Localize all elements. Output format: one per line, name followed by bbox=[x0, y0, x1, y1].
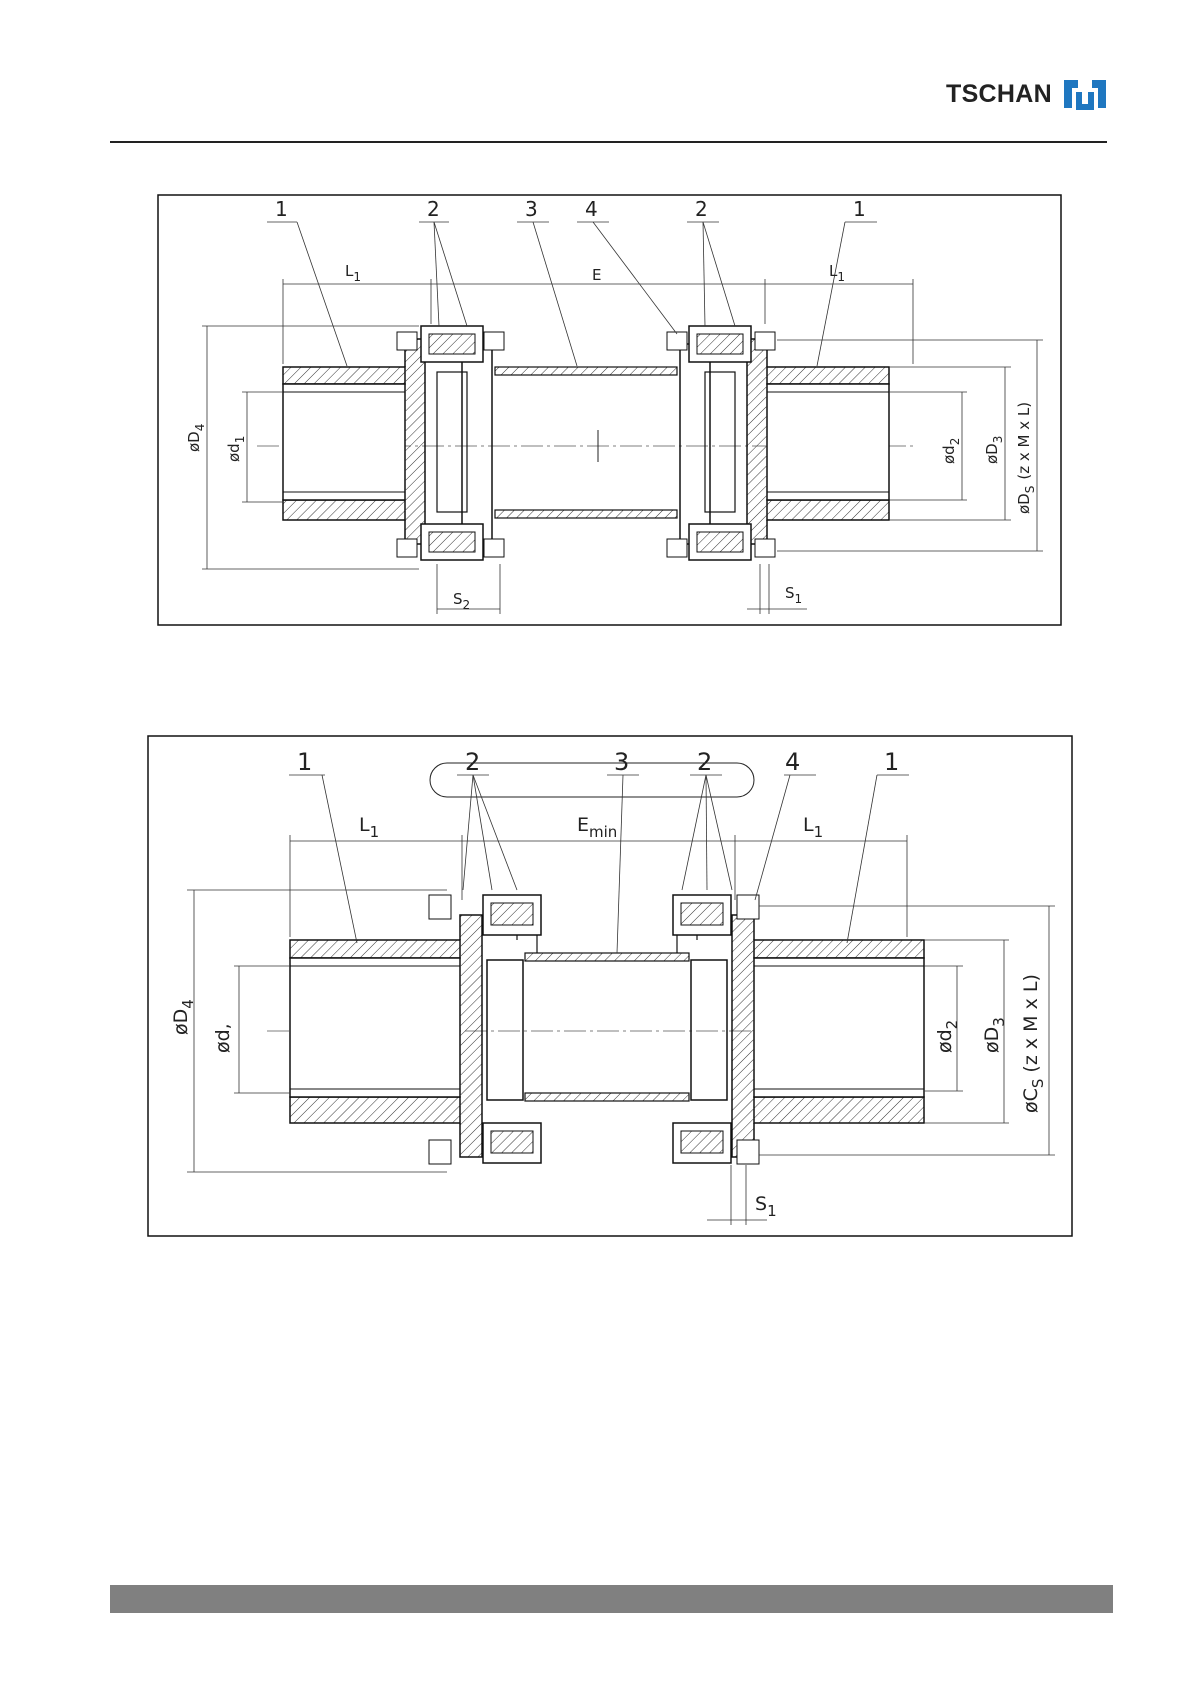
brand-logo: TSCHAN bbox=[946, 74, 1110, 114]
dim-l1-right: L1 bbox=[803, 814, 823, 841]
dim-s1: S1 bbox=[785, 584, 802, 606]
balloon-part-1-right: 1 bbox=[853, 197, 866, 221]
right-hub bbox=[732, 915, 924, 1157]
dim-l1-left: L1 bbox=[359, 814, 379, 841]
header-rule bbox=[110, 141, 1107, 143]
dim-d2: ød2 bbox=[940, 438, 962, 464]
dim-l1-right: L1 bbox=[829, 262, 845, 284]
balloon-part-3: 3 bbox=[525, 197, 538, 221]
dim-cs: øCS(z x M x L) bbox=[1020, 974, 1047, 1113]
balloon-part-2-right: 2 bbox=[697, 748, 712, 776]
dim-d1: ød1 bbox=[225, 436, 247, 462]
coupling-drawing-1: 1 2 3 4 2 1 L1 E L1 øD4 ød1 ød2 øD3 øDS(… bbox=[157, 194, 1062, 626]
dim-e: E bbox=[592, 266, 601, 284]
left-hub bbox=[283, 339, 425, 544]
dim-ds: øDS(z x M x L) bbox=[1015, 402, 1037, 514]
left-hub bbox=[290, 915, 482, 1157]
right-hub bbox=[747, 339, 889, 544]
spacer-tube bbox=[437, 344, 735, 544]
balloon-part-3: 3 bbox=[614, 748, 629, 776]
footer-bar bbox=[110, 1585, 1113, 1613]
brand-name: TSCHAN bbox=[946, 80, 1052, 109]
balloon-part-1-left: 1 bbox=[275, 197, 288, 221]
dim-s1: S1 bbox=[755, 1193, 777, 1220]
balloon-part-2-left: 2 bbox=[427, 197, 440, 221]
brand-mark-icon bbox=[1060, 74, 1110, 114]
dim-emin: Emin bbox=[577, 814, 617, 841]
dim-l1-left: L1 bbox=[345, 262, 361, 284]
dim-d4: øD4 bbox=[170, 999, 197, 1035]
balloon-part-4: 4 bbox=[785, 748, 800, 776]
spacer-tube bbox=[487, 925, 727, 1101]
balloon-part-1-right: 1 bbox=[884, 748, 899, 776]
drawing-frame bbox=[148, 736, 1072, 1236]
balloon-part-2-right: 2 bbox=[695, 197, 708, 221]
coupling-drawing-2: 1 2 3 2 4 1 L1 Emin L1 øD4 ød, ød2 øD3 ø… bbox=[147, 735, 1073, 1237]
balloon-part-4: 4 bbox=[585, 197, 598, 221]
balloon-part-2-left: 2 bbox=[465, 748, 480, 776]
balloon-part-1-left: 1 bbox=[297, 748, 312, 776]
dim-d4: øD4 bbox=[185, 424, 207, 452]
dim-d3: øD3 bbox=[983, 436, 1005, 464]
dim-d1: ød, bbox=[212, 1023, 234, 1053]
